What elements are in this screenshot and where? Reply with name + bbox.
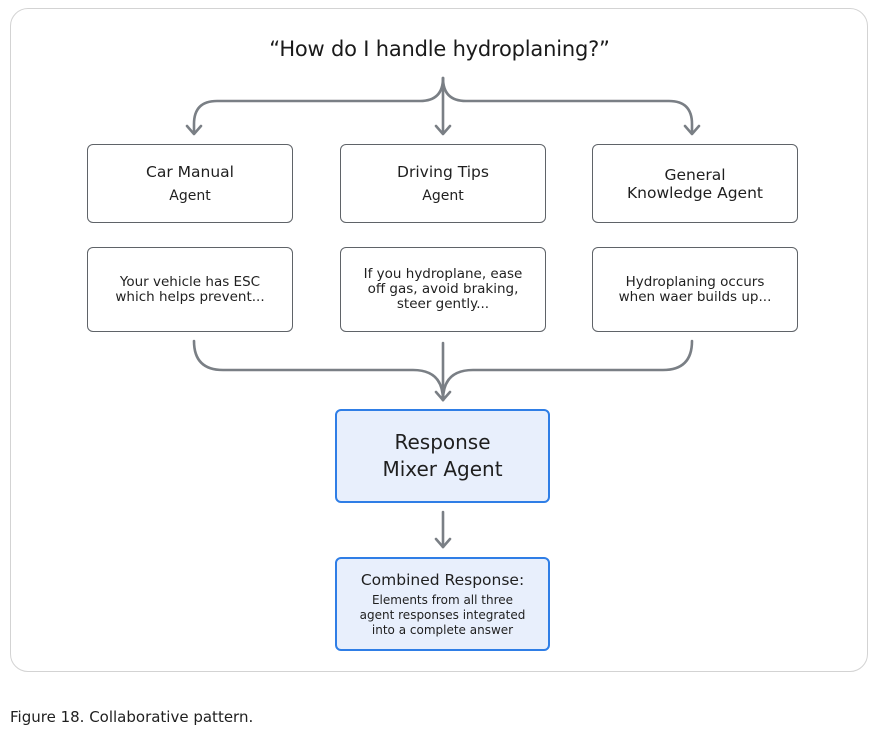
- question-title: “How do I handle hydroplaning?”: [269, 37, 610, 61]
- arrow-to-car-manual: [192, 76, 445, 135]
- agent-name: Car Manual: [146, 162, 234, 181]
- arrow-to-general-knowledge: [441, 76, 694, 135]
- arrow-from-general-knowledge: [441, 339, 694, 402]
- response-text: Your vehicle has ESC which helps prevent…: [115, 273, 265, 305]
- combined-body: Elements from all three agent responses …: [359, 592, 526, 637]
- agent-label: Agent: [169, 187, 211, 204]
- response-text: Hydroplaning occurs when waer builds up.…: [618, 273, 772, 305]
- response-mixer-agent-box: Response Mixer Agent: [335, 409, 550, 503]
- response-text: If you hydroplane, ease off gas, avoid b…: [363, 266, 523, 312]
- driving-tips-agent-box: Driving Tips Agent: [340, 144, 546, 223]
- agent-label: Agent: [422, 187, 464, 204]
- combined-response-box: Combined Response: Elements from all thr…: [335, 557, 550, 651]
- general-knowledge-response-box: Hydroplaning occurs when waer builds up.…: [592, 247, 798, 332]
- driving-tips-response-box: If you hydroplane, ease off gas, avoid b…: [340, 247, 546, 332]
- combined-title: Combined Response:: [360, 570, 525, 589]
- car-manual-agent-box: Car Manual Agent: [87, 144, 293, 223]
- agent-name: General: [664, 165, 726, 184]
- figure-caption: Figure 18. Collaborative pattern.: [10, 708, 254, 726]
- agent-label: Knowledge Agent: [626, 183, 763, 202]
- arrow-from-car-manual: [192, 339, 445, 402]
- general-knowledge-agent-box: General Knowledge Agent: [592, 144, 798, 223]
- car-manual-response-box: Your vehicle has ESC which helps prevent…: [87, 247, 293, 332]
- agent-name: Driving Tips: [397, 162, 489, 181]
- mixer-label: Response Mixer Agent: [382, 430, 503, 481]
